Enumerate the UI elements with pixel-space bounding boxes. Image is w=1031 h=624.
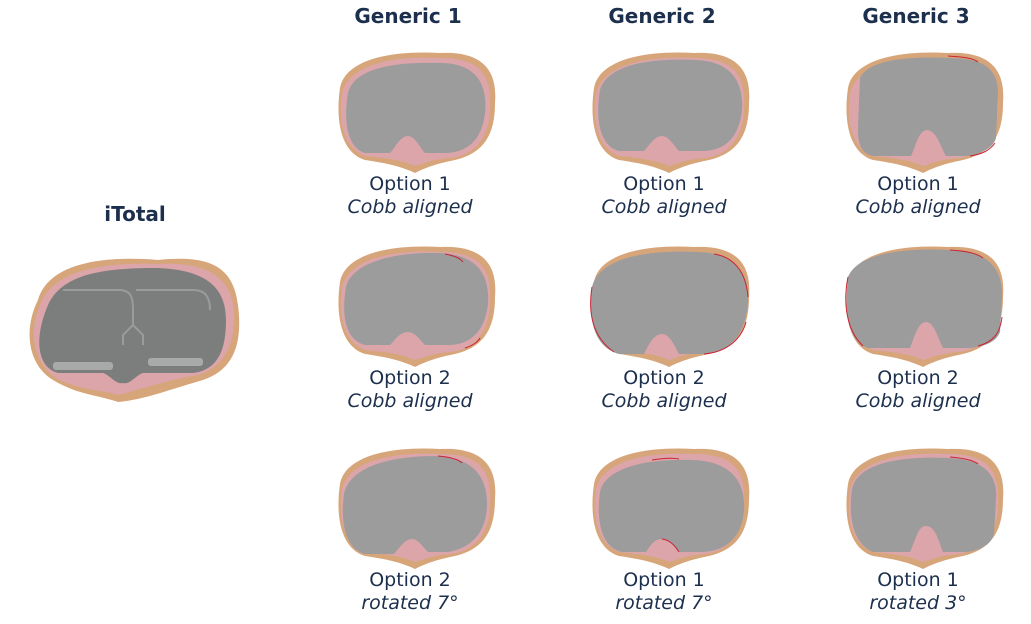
option-label: Option 1 [877,173,959,195]
caption: Option 1 Cobb aligned [564,173,764,219]
option-label: Option 1 [623,569,705,591]
alignment-label: Cobb aligned [855,196,981,218]
caption: Option 2 rotated 7° [310,569,510,615]
tibial-implant-image [846,52,1004,173]
cell-generic-1-row-3: Option 2 rotated 7° [310,444,510,624]
option-label: Option 2 [369,367,451,389]
cell-generic-1-row-1: Option 1 Cobb aligned [310,48,510,228]
cell-generic-2-row-3: Option 1 rotated 7° [564,444,764,624]
itotal-title: iTotal [104,202,166,226]
option-label: Option 1 [623,173,705,195]
alignment-label: Cobb aligned [347,390,473,412]
alignment-label: rotated 7° [361,592,459,614]
implant-rail-left [53,362,113,370]
cell-generic-3-row-3: Option 1 rotated 3° [818,444,1018,624]
caption: Option 1 rotated 3° [818,569,1018,615]
column-title-generic-3: Generic 3 [862,4,970,28]
option-label: Option 1 [369,173,451,195]
tibial-implant-image [592,448,750,569]
caption: Option 2 Cobb aligned [310,367,510,413]
alignment-label: rotated 3° [869,592,967,614]
tibial-implant-image [338,246,496,367]
tibial-implant-image [590,246,750,367]
caption: Option 2 Cobb aligned [818,367,1018,413]
option-label: Option 2 [623,367,705,389]
cell-generic-3-row-1: Option 1 Cobb aligned [818,48,1018,228]
caption: Option 2 Cobb aligned [564,367,764,413]
option-label: Option 1 [877,569,959,591]
caption: Option 1 rotated 7° [564,569,764,615]
tibial-implant-image [592,52,750,173]
alignment-label: rotated 7° [615,592,713,614]
implant-rail-right [148,358,203,366]
implant-rim [63,289,211,345]
option-label: Option 2 [877,367,959,389]
column-title-generic-1: Generic 1 [354,4,462,28]
cell-generic-3-row-2: Option 2 Cobb aligned [818,242,1018,422]
alignment-label: Cobb aligned [601,196,727,218]
cell-generic-1-row-2: Option 2 Cobb aligned [310,242,510,422]
tibial-implant-image [338,52,496,173]
alignment-label: Cobb aligned [347,196,473,218]
cell-generic-2-row-1: Option 1 Cobb aligned [564,48,764,228]
itotal-tibial-implant-image [29,258,240,402]
alignment-label: Cobb aligned [855,390,981,412]
caption: Option 1 Cobb aligned [818,173,1018,219]
tibial-implant-image [846,448,1004,569]
tibial-implant-image [845,246,1004,367]
option-label: Option 2 [369,569,451,591]
caption: Option 1 Cobb aligned [310,173,510,219]
tibial-implant-image [338,448,496,569]
cell-generic-2-row-2: Option 2 Cobb aligned [564,242,764,422]
alignment-label: Cobb aligned [601,390,727,412]
column-title-generic-2: Generic 2 [608,4,716,28]
